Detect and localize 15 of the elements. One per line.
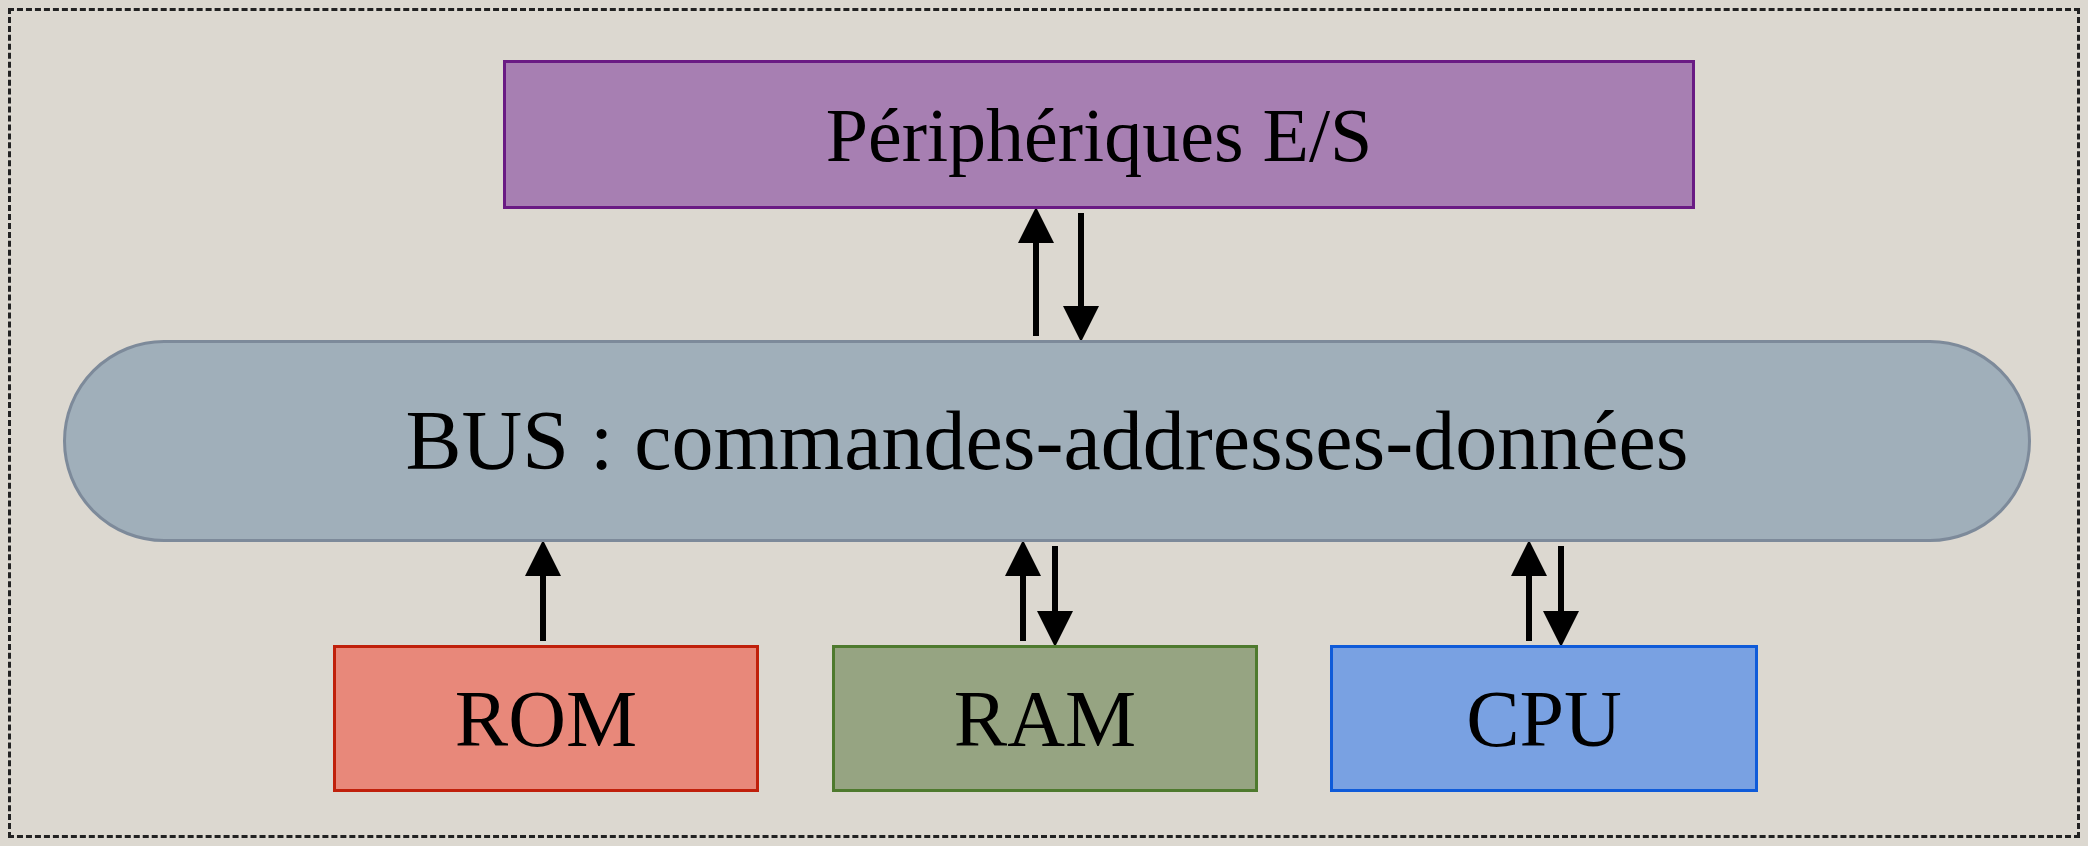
node-label: ROM <box>454 678 638 759</box>
process-box <box>832 645 1258 792</box>
node-label: BUS : commandes-addresses-données <box>405 399 1689 483</box>
arrow <box>525 540 561 641</box>
arrow <box>1018 207 1054 336</box>
node-label: CPU <box>1466 678 1622 759</box>
node-label: RAM <box>953 678 1137 759</box>
arrow <box>1063 213 1099 342</box>
arrow <box>1005 540 1041 641</box>
process-box <box>503 60 1695 209</box>
arrow <box>1037 546 1073 647</box>
arrow <box>1511 540 1547 641</box>
arrow <box>1543 546 1579 647</box>
process-box <box>333 645 759 792</box>
process-box <box>1330 645 1758 792</box>
